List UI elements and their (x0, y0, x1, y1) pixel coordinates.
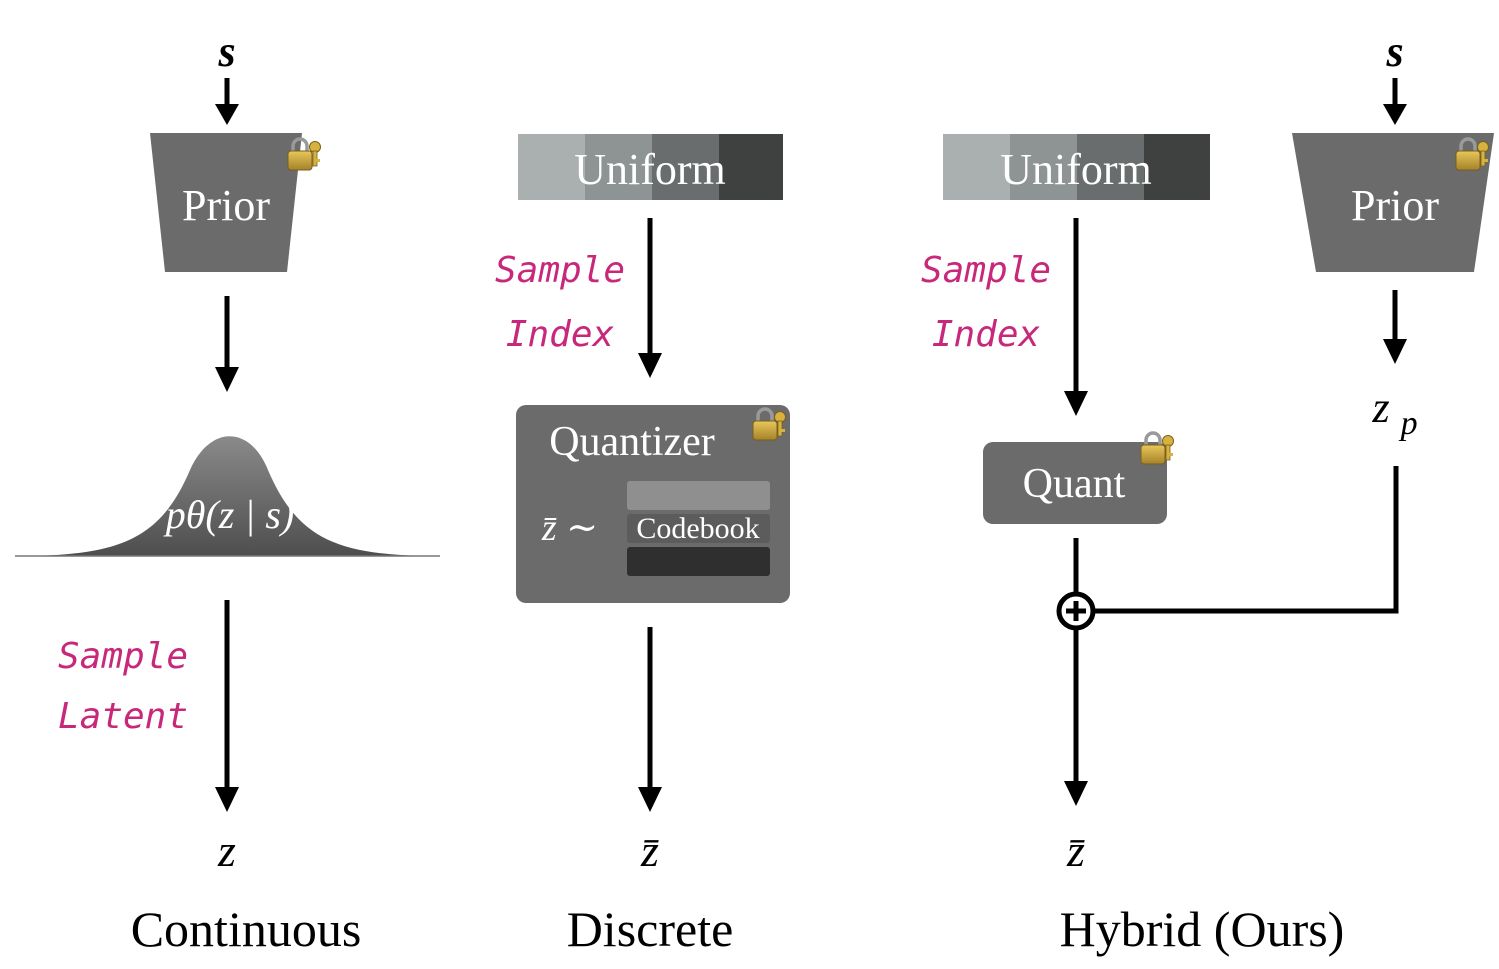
quant-block: Quant (983, 431, 1176, 524)
discrete-output-zbar: z̄ (640, 825, 659, 876)
quantizer-label: Quantizer (549, 419, 715, 465)
continuous-output-z: z (217, 825, 236, 876)
continuous-column: s Prior pθ(z | s) Sample Latent z (15, 27, 440, 957)
lock-icon (1139, 431, 1176, 466)
arrow-quantizer-to-zbar (638, 627, 662, 812)
prior-label: Prior (182, 181, 270, 230)
annotation-line-1: Sample (58, 636, 188, 677)
prior-label: Prior (1351, 181, 1439, 230)
arrow-uniform-to-quant (1064, 218, 1088, 416)
annotation-line-2: Index (932, 314, 1041, 355)
arrow-sum-to-zbar (1064, 630, 1088, 806)
svg-text:z p: z p (1371, 383, 1417, 442)
annotation-sample-index: Sample Index (495, 250, 625, 355)
annotation-line-2: Index (506, 314, 615, 355)
uniform-block: Uniform (518, 134, 783, 200)
arrow-s-to-prior (1383, 78, 1407, 125)
hybrid-input-s: s (1385, 27, 1403, 76)
zp-label: z p (1371, 383, 1417, 442)
annotation-line-1: Sample (495, 250, 625, 291)
codebook-label: Codebook (636, 512, 759, 545)
discrete-column: Uniform Sample Index Quantizer z̄ ∼ Code… (495, 134, 790, 957)
continuous-caption: Continuous (131, 901, 362, 957)
annotation-line-1: Sample (921, 250, 1051, 291)
uniform-label: Uniform (574, 145, 726, 194)
connector-zp-to-sum (1095, 466, 1399, 614)
prior-block: Prior (150, 133, 323, 272)
arrow-prior-to-distribution (215, 296, 239, 392)
prior-block: Prior (1292, 133, 1494, 272)
hybrid-column: Uniform Sample Index Quant s Prior (921, 27, 1494, 957)
uniform-block: Uniform (943, 134, 1210, 200)
zp-subscript: p (1399, 405, 1418, 442)
codebook: Codebook (627, 481, 770, 576)
arrow-s-to-prior (215, 78, 239, 125)
annotation-sample-index: Sample Index (921, 250, 1051, 355)
lock-icon (286, 137, 323, 172)
quant-label: Quant (1023, 461, 1126, 507)
gaussian-distribution: pθ(z | s) (15, 436, 440, 557)
annotation-sample-latent: Sample Latent (58, 636, 188, 737)
arrow-uniform-to-quantizer (638, 218, 662, 378)
hybrid-output-zbar: z̄ (1066, 825, 1085, 876)
discrete-caption: Discrete (567, 901, 734, 957)
arrow-distribution-to-z (215, 600, 239, 812)
quantizer-block: Quantizer z̄ ∼ Codebook (516, 405, 790, 603)
uniform-label: Uniform (1000, 145, 1152, 194)
annotation-line-2: Latent (58, 696, 188, 737)
sum-node-icon (1056, 591, 1096, 631)
zbar-sample-label: z̄ ∼ (541, 507, 598, 549)
distribution-label: pθ(z | s) (163, 492, 294, 537)
arrow-prior-to-zp (1383, 290, 1407, 364)
continuous-input-s: s (217, 27, 235, 76)
zp-text: z (1371, 383, 1389, 432)
hybrid-caption: Hybrid (Ours) (1060, 901, 1345, 957)
